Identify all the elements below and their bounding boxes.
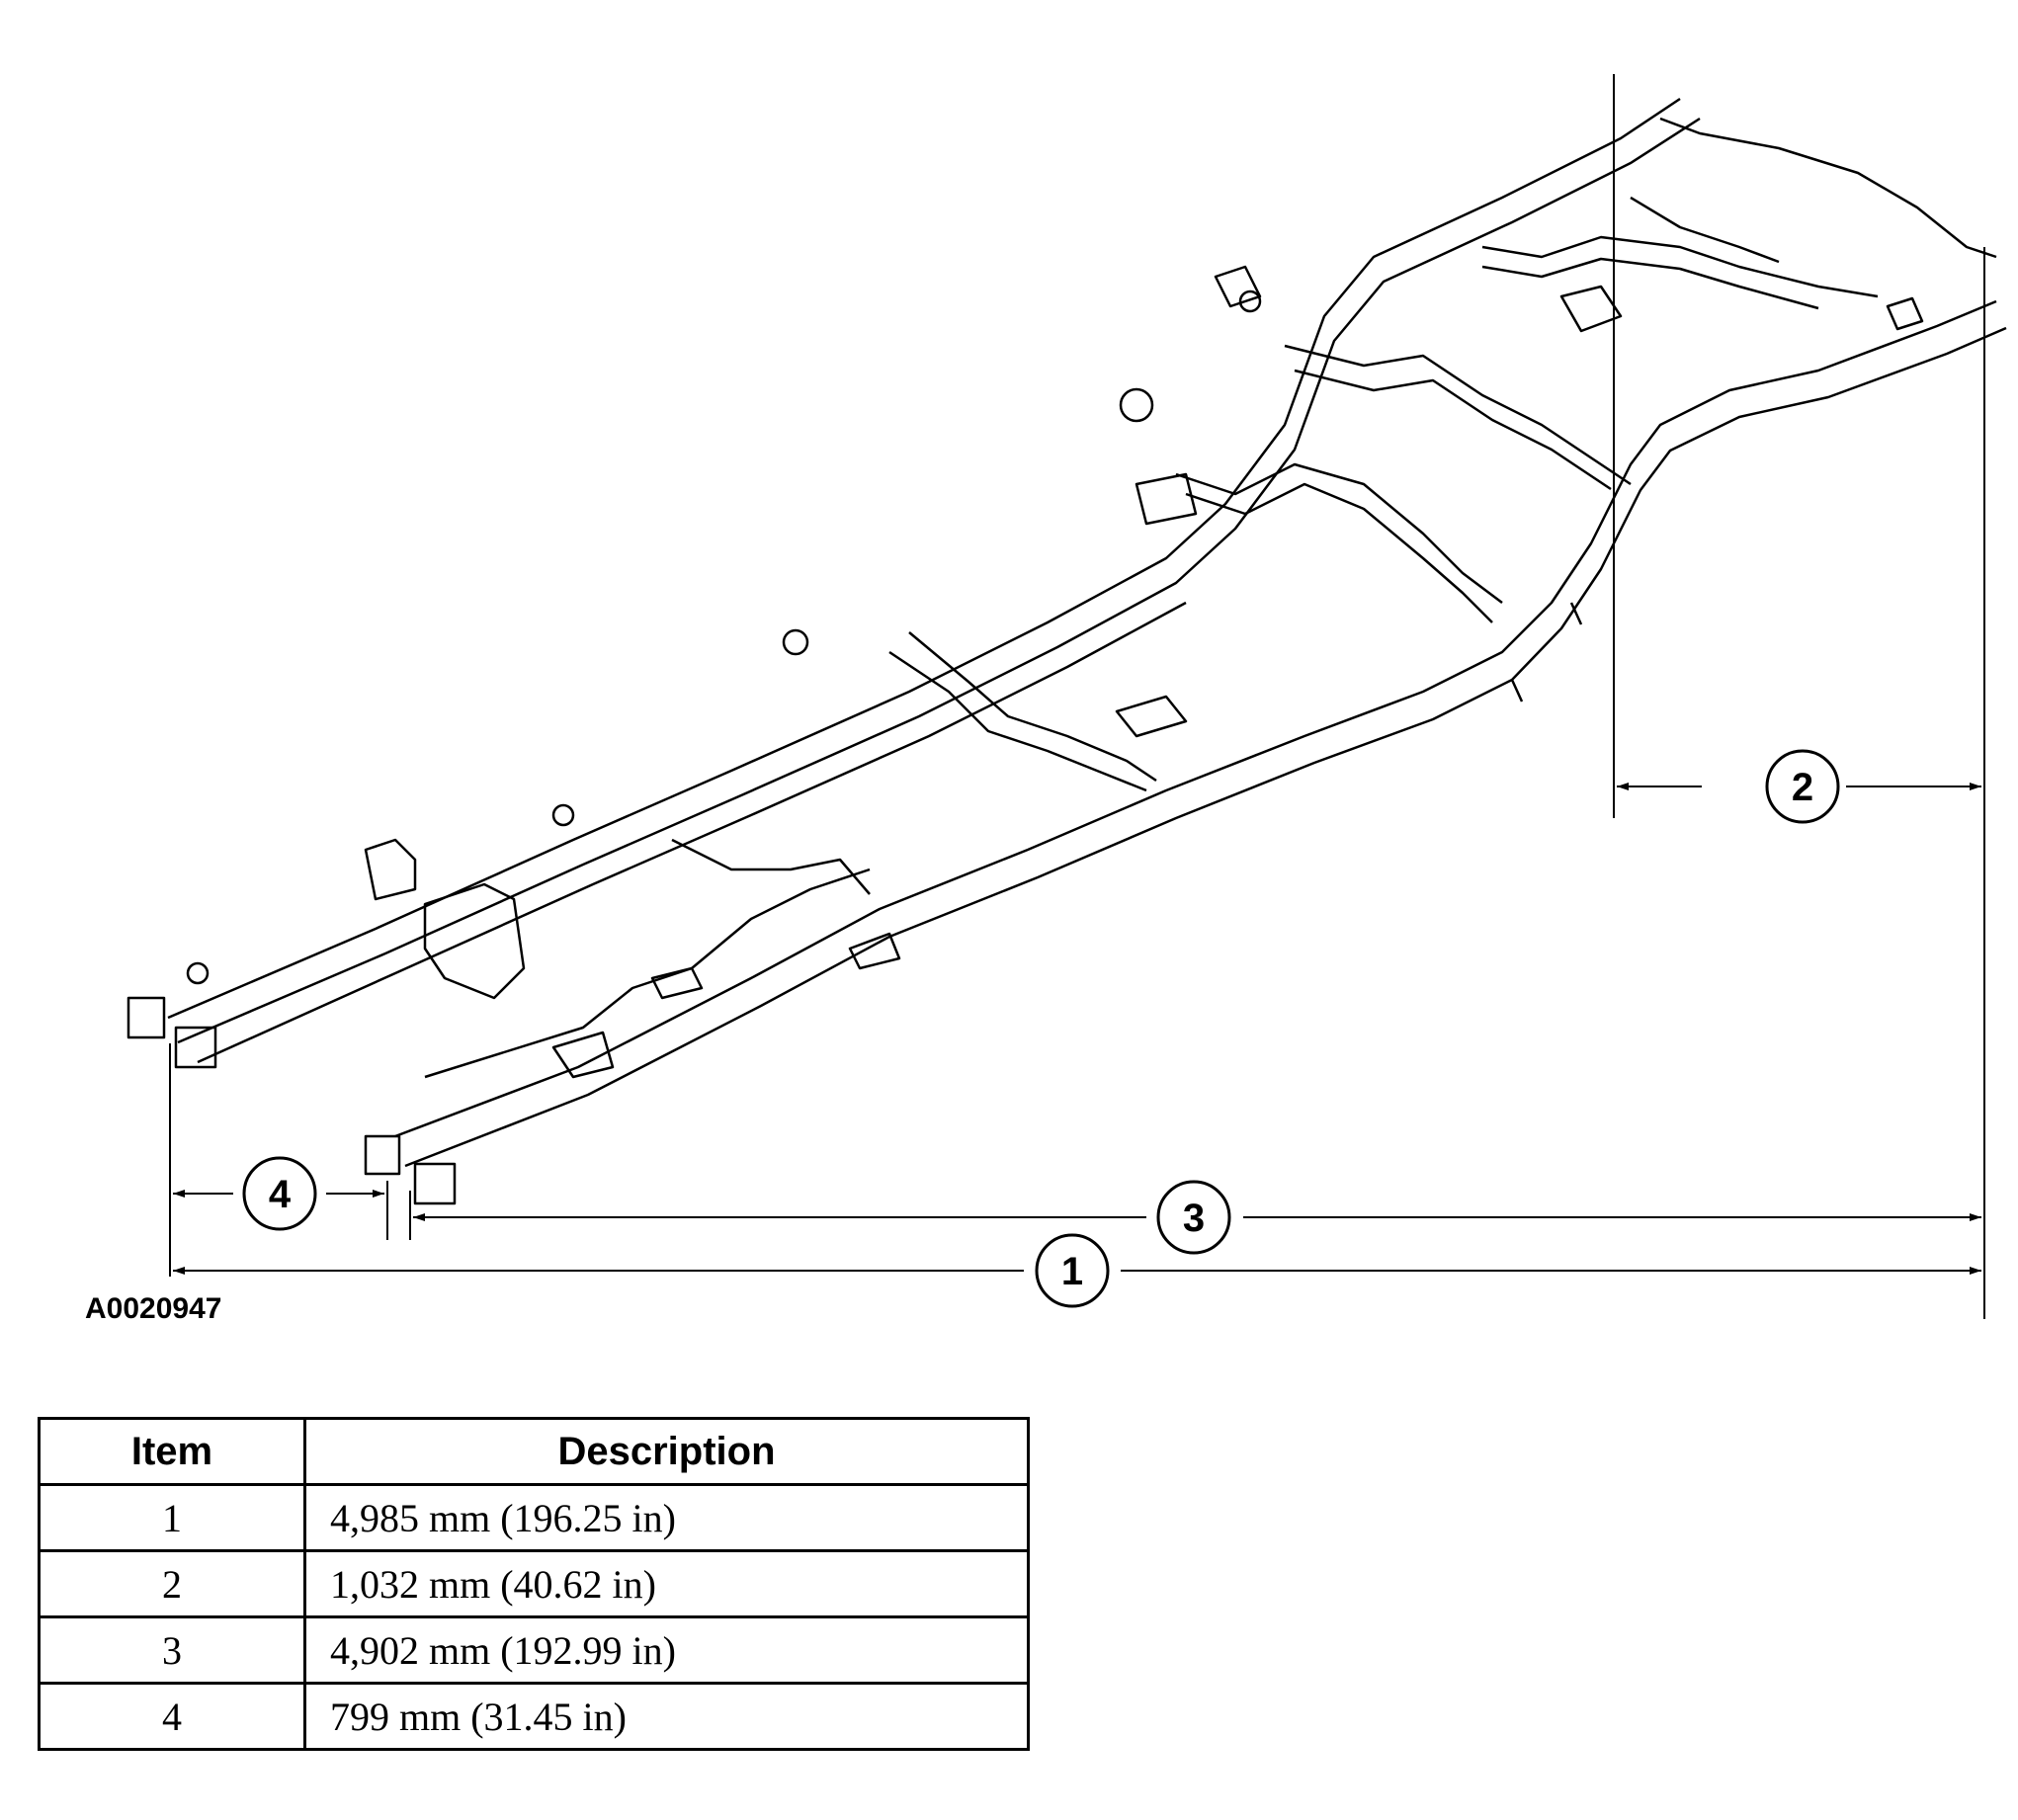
callout-1: 1 bbox=[1035, 1233, 1110, 1308]
dimension-spec-table: Item Description 1 4,985 mm (196.25 in) … bbox=[38, 1417, 1030, 1751]
item-cell: 2 bbox=[38, 1549, 306, 1618]
description-cell: 4,902 mm (192.99 in) bbox=[303, 1615, 1030, 1685]
frame-dimension-diagram: 2 4 3 1 bbox=[126, 74, 2007, 1319]
description-cell: 4,985 mm (196.25 in) bbox=[303, 1483, 1030, 1552]
callout-4-label: 4 bbox=[269, 1173, 292, 1216]
item-cell: 3 bbox=[38, 1615, 306, 1685]
figure-code: A0020947 bbox=[85, 1292, 222, 1325]
extension-lines bbox=[169, 74, 1985, 1319]
callout-3: 3 bbox=[1156, 1180, 1231, 1255]
table-row: 2 1,032 mm (40.62 in) bbox=[38, 1549, 1030, 1618]
column-header-item: Item bbox=[38, 1417, 306, 1486]
table-row: 4 799 mm (31.45 in) bbox=[38, 1682, 1030, 1751]
callout-3-label: 3 bbox=[1183, 1197, 1205, 1240]
truck-frame-drawing bbox=[126, 97, 2007, 1205]
callout-2-label: 2 bbox=[1792, 766, 1813, 809]
description-cell: 1,032 mm (40.62 in) bbox=[303, 1549, 1030, 1618]
callout-4: 4 bbox=[242, 1156, 317, 1231]
table-row: 1 4,985 mm (196.25 in) bbox=[38, 1483, 1030, 1552]
callout-2: 2 bbox=[1765, 749, 1840, 824]
table-row: 3 4,902 mm (192.99 in) bbox=[38, 1615, 1030, 1685]
callout-1-label: 1 bbox=[1061, 1250, 1083, 1293]
item-cell: 1 bbox=[38, 1483, 306, 1552]
item-cell: 4 bbox=[38, 1682, 306, 1751]
description-cell: 799 mm (31.45 in) bbox=[303, 1682, 1030, 1751]
table-header-row: Item Description bbox=[38, 1417, 1030, 1486]
column-header-description: Description bbox=[303, 1417, 1030, 1486]
